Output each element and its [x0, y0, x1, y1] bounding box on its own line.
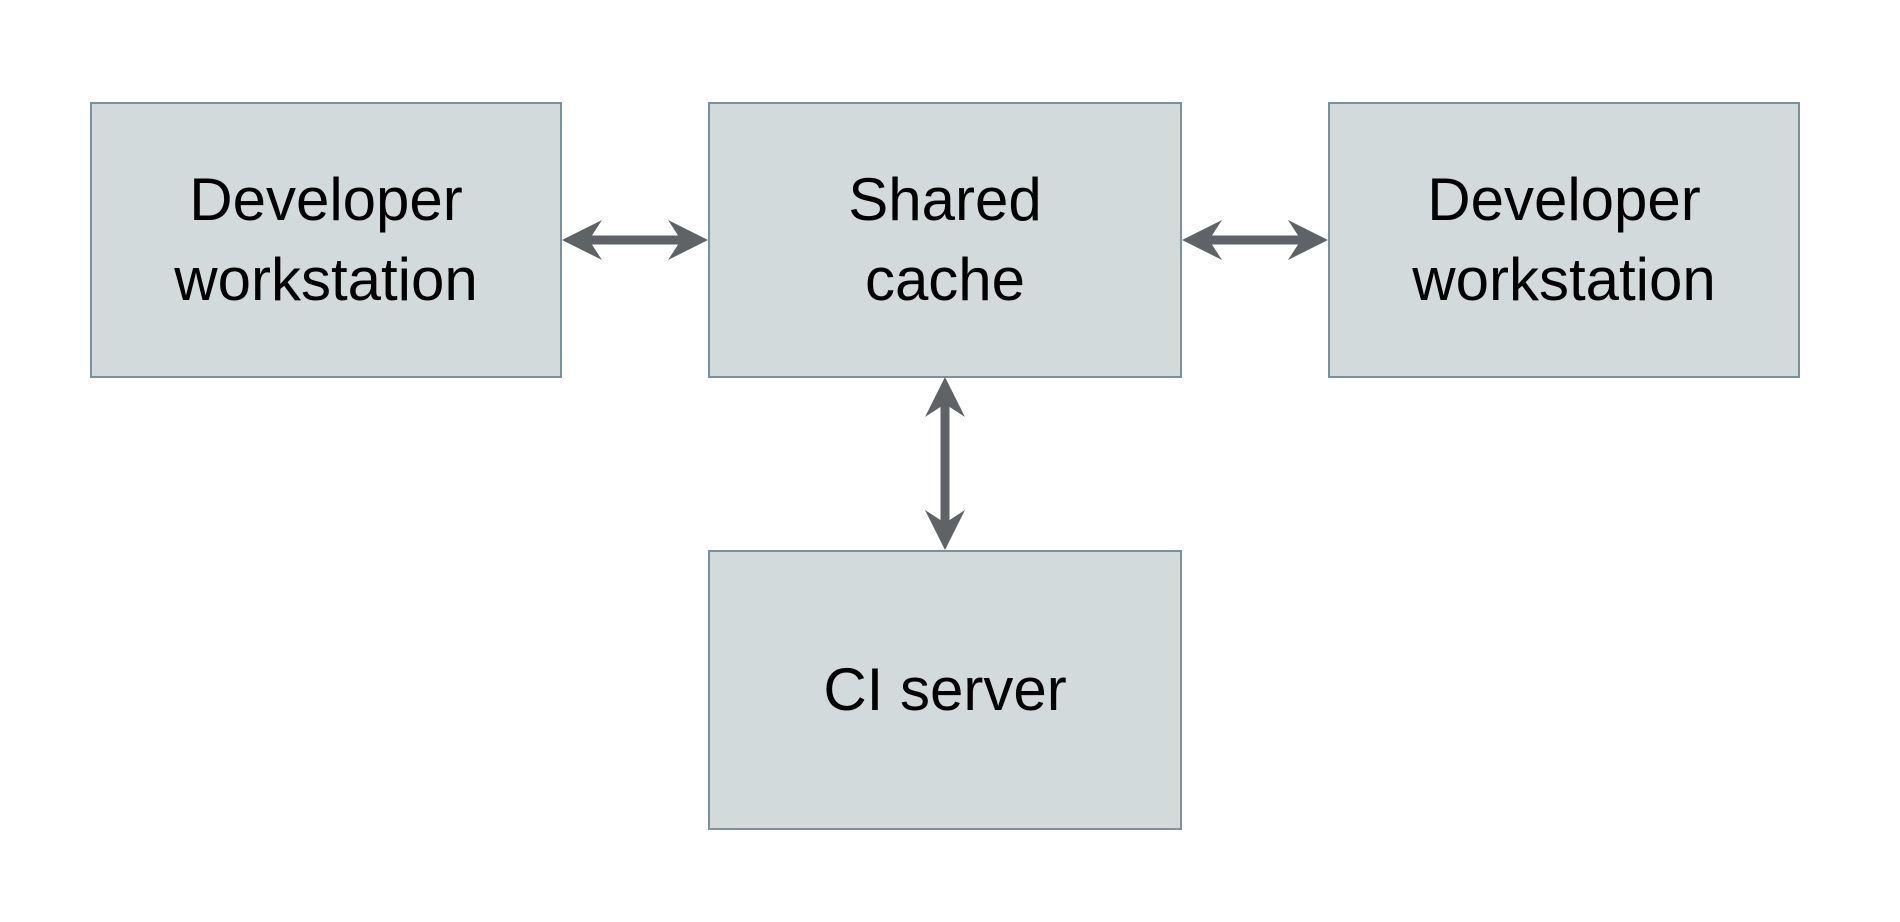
- node-developer-workstation-left: Developer workstation: [90, 102, 562, 378]
- node-label: Developer: [189, 166, 463, 233]
- node-label: cache: [864, 246, 1026, 313]
- node-label: Developer: [1427, 166, 1701, 233]
- node-label: workstation: [1412, 246, 1716, 313]
- node-developer-workstation-right: Developer workstation: [1328, 102, 1800, 378]
- connector-arrow-right-bidirectional-icon: [1182, 208, 1328, 272]
- node-shared-cache: Shared cache: [708, 102, 1182, 378]
- connector-arrow-vertical-bidirectional-icon: [913, 377, 977, 550]
- connector-arrow-left-bidirectional-icon: [562, 208, 708, 272]
- node-ci-server: CI server: [708, 550, 1182, 830]
- node-label: CI server: [823, 656, 1067, 723]
- node-label: workstation: [174, 246, 478, 313]
- node-label: Shared: [848, 166, 1042, 233]
